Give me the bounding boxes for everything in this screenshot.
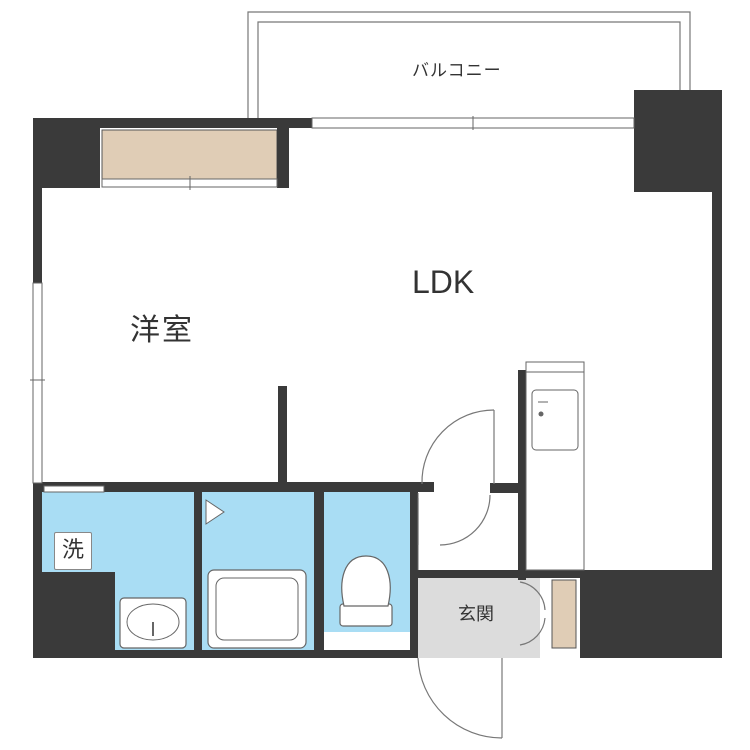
closet-storage (101, 129, 278, 181)
balcony (247, 11, 691, 118)
entrance-floor (418, 578, 540, 658)
entrance-label: 玄関 (458, 604, 494, 625)
washroom-label: 洗 (54, 532, 92, 570)
western-room-label: 洋室 (130, 313, 194, 348)
kitchen-counter-icon (525, 361, 585, 571)
toilet-icon (339, 555, 393, 627)
shoe-storage (551, 579, 577, 649)
windows (30, 116, 635, 493)
towel-hanger-icon (205, 499, 225, 525)
balcony-label: バルコニー (412, 61, 502, 81)
ldk-label: LDK (412, 264, 475, 300)
doors (417, 409, 546, 739)
washbasin-icon (119, 597, 187, 649)
walls (33, 90, 722, 658)
bathtub-icon (207, 569, 307, 649)
